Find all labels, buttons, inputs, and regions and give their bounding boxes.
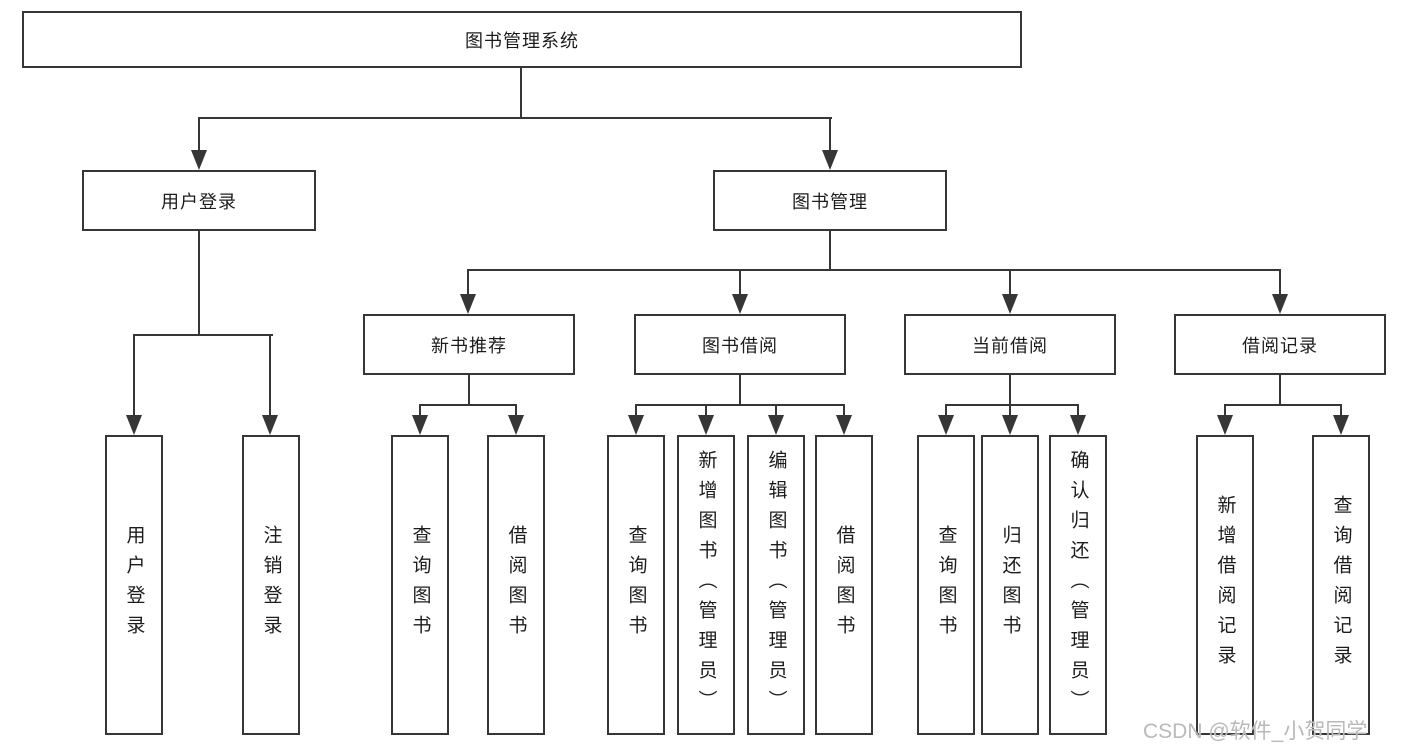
connector-line (1009, 269, 1011, 296)
connector-line (1340, 404, 1342, 417)
connector-line (739, 269, 741, 296)
leaf-edit-book-admin-label: 编辑图书（管理员） (765, 450, 787, 720)
arrow-down-icon (412, 415, 428, 435)
arrow-down-icon (1002, 294, 1018, 314)
leaf-add-book-admin: 新增图书（管理员） (677, 435, 735, 735)
arrow-down-icon (698, 415, 714, 435)
connector-line (945, 404, 1079, 406)
node-user-login-label: 用户登录 (161, 191, 237, 212)
leaf-user-login-label: 用户登录 (123, 525, 145, 645)
leaf-user-login: 用户登录 (105, 435, 163, 735)
connector-line (1279, 375, 1281, 406)
connector-line (419, 404, 517, 406)
leaf-confirm-return-admin-label: 确认归还（管理员） (1067, 450, 1089, 720)
leaf-return-book: 归还图书 (981, 435, 1039, 735)
connector-line (635, 404, 845, 406)
leaf-add-book-admin-label: 新增图书（管理员） (695, 450, 717, 720)
arrow-down-icon (460, 294, 476, 314)
connector-line (133, 334, 273, 336)
connector-line (198, 117, 200, 152)
connector-line (1009, 375, 1011, 406)
arrow-down-icon (508, 415, 524, 435)
node-borrow-records: 借阅记录 (1174, 314, 1386, 375)
node-book-management-label: 图书管理 (792, 191, 868, 212)
arrow-down-icon (262, 415, 278, 435)
node-user-login: 用户登录 (82, 170, 316, 231)
arrow-down-icon (1272, 294, 1288, 314)
arrow-down-icon (938, 415, 954, 435)
leaf-borrow-query-label: 查询图书 (625, 525, 647, 645)
connector-line (1009, 404, 1011, 417)
node-book-borrow: 图书借阅 (634, 314, 846, 375)
leaf-borrow-book-label: 借阅图书 (833, 525, 855, 645)
connector-line (775, 404, 777, 417)
leaf-borrow-query: 查询图书 (607, 435, 665, 735)
connector-line (739, 375, 741, 406)
connector-line (198, 117, 832, 119)
leaf-current-query: 查询图书 (917, 435, 975, 735)
node-new-book-recommend-label: 新书推荐 (431, 335, 507, 356)
arrow-down-icon (768, 415, 784, 435)
leaf-add-borrow-record: 新增借阅记录 (1196, 435, 1254, 735)
arrow-down-icon (126, 415, 142, 435)
node-current-borrow: 当前借阅 (904, 314, 1116, 375)
connector-line (133, 334, 135, 417)
connector-line (1279, 269, 1281, 296)
node-root: 图书管理系统 (22, 11, 1022, 68)
node-borrow-records-label: 借阅记录 (1242, 335, 1318, 356)
leaf-newbooks-borrow-label: 借阅图书 (505, 525, 527, 645)
connector-line (1224, 404, 1226, 417)
leaf-borrow-book: 借阅图书 (815, 435, 873, 735)
connector-line (515, 404, 517, 417)
connector-line (1077, 404, 1079, 417)
connector-line (419, 404, 421, 417)
connector-line (467, 269, 469, 296)
arrow-down-icon (1217, 415, 1233, 435)
leaf-newbooks-query-label: 查询图书 (409, 525, 431, 645)
arrow-down-icon (1333, 415, 1349, 435)
connector-line (520, 68, 522, 118)
connector-line (467, 269, 1281, 271)
connector-line (198, 231, 200, 336)
leaf-query-borrow-record: 查询借阅记录 (1312, 435, 1370, 735)
connector-line (1224, 404, 1342, 406)
arrow-down-icon (836, 415, 852, 435)
arrow-down-icon (1002, 415, 1018, 435)
connector-line (635, 404, 637, 417)
arrow-down-icon (822, 150, 838, 170)
leaf-query-borrow-record-label: 查询借阅记录 (1330, 495, 1352, 675)
node-book-borrow-label: 图书借阅 (702, 335, 778, 356)
node-book-management: 图书管理 (713, 170, 947, 231)
connector-line (945, 404, 947, 417)
node-current-borrow-label: 当前借阅 (972, 335, 1048, 356)
arrow-down-icon (191, 150, 207, 170)
leaf-edit-book-admin: 编辑图书（管理员） (747, 435, 805, 735)
leaf-return-book-label: 归还图书 (999, 525, 1021, 645)
connector-line (468, 375, 470, 406)
leaf-add-borrow-record-label: 新增借阅记录 (1214, 495, 1236, 675)
connector-line (269, 334, 271, 417)
leaf-logout-label: 注销登录 (260, 525, 282, 645)
node-new-book-recommend: 新书推荐 (363, 314, 575, 375)
csdn-watermark: CSDN @软件_小贺同学 (1143, 720, 1368, 743)
connector-line (829, 231, 831, 271)
connector-line (829, 117, 831, 152)
leaf-confirm-return-admin: 确认归还（管理员） (1049, 435, 1107, 735)
leaf-newbooks-borrow: 借阅图书 (487, 435, 545, 735)
node-root-label: 图书管理系统 (465, 30, 579, 51)
connector-line (705, 404, 707, 417)
arrow-down-icon (1070, 415, 1086, 435)
connector-line (843, 404, 845, 417)
leaf-current-query-label: 查询图书 (935, 525, 957, 645)
leaf-newbooks-query: 查询图书 (391, 435, 449, 735)
arrow-down-icon (732, 294, 748, 314)
leaf-logout: 注销登录 (242, 435, 300, 735)
arrow-down-icon (628, 415, 644, 435)
